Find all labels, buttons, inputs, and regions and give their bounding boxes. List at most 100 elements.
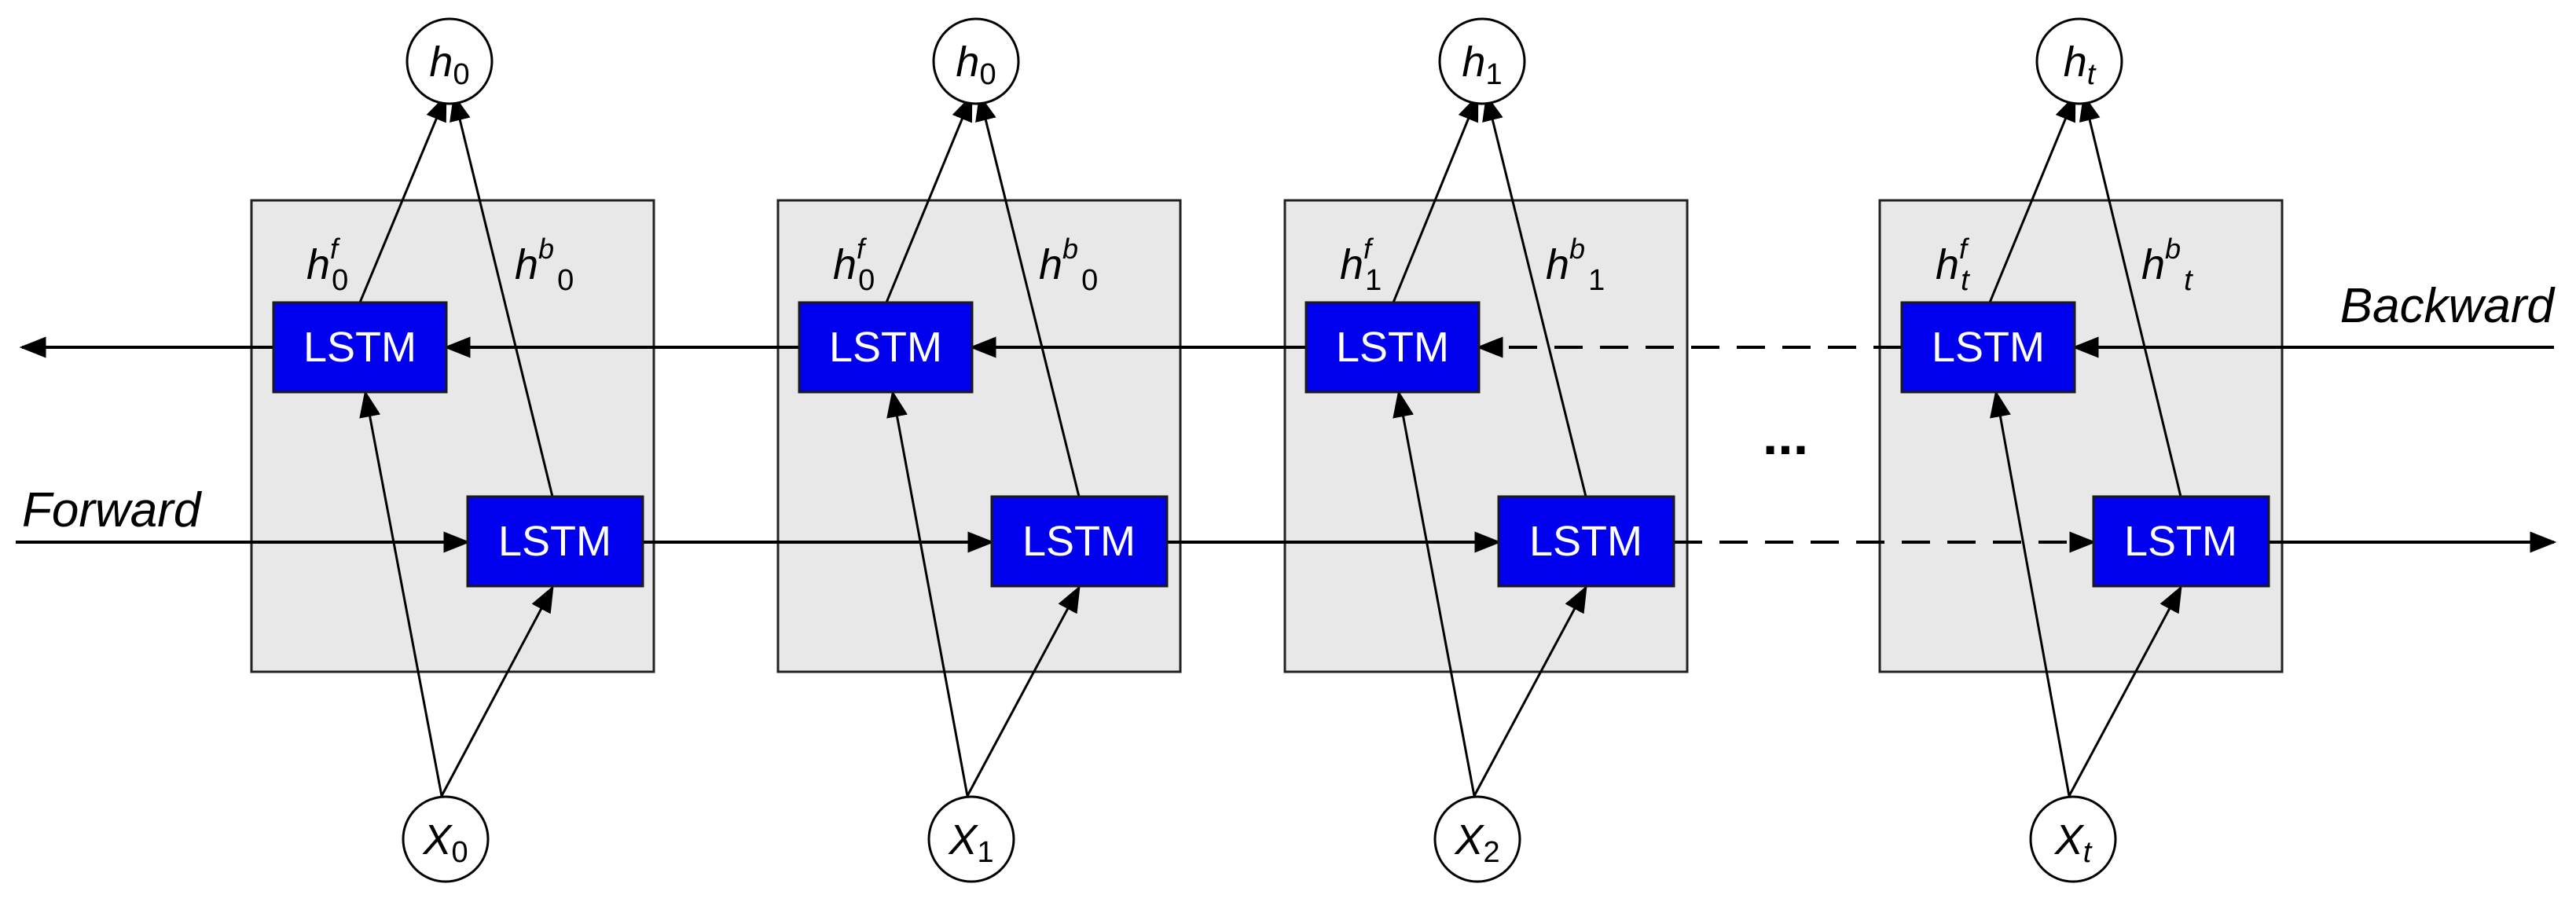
node-sub: 2 [1483, 836, 1499, 869]
forward-lstm-cell: LSTM [2092, 495, 2270, 588]
label-base: h [1546, 241, 1569, 288]
label-base: h [1936, 241, 1959, 288]
label-sub: t [2184, 264, 2193, 297]
input-node: X1 [927, 795, 1015, 883]
svg-text:X1: X1 [947, 816, 993, 869]
output-node: h1 [1438, 17, 1526, 105]
x0-to-backward-lstm [359, 390, 443, 797]
input-node: X2 [1433, 795, 1521, 883]
hb0-to-h0 [450, 94, 554, 497]
forward-lstm-cell: LSTM [466, 495, 644, 588]
node-base: h [2064, 38, 2087, 86]
label-base: h [306, 241, 330, 288]
hf0-to-h0 [358, 94, 447, 303]
svg-text:h0: h0 [429, 38, 469, 91]
svg-text:Xt: Xt [2053, 816, 2093, 869]
label-sub: 0 [858, 264, 875, 297]
hb-label: hbt [2141, 233, 2193, 297]
node-sub: t [2087, 58, 2097, 91]
input-node: X0 [402, 795, 490, 883]
forward-label: Forward [22, 483, 203, 537]
hb-label: hb0 [515, 233, 574, 297]
x1-to-backward-lstm [886, 390, 969, 797]
lstm-label: LSTM [829, 324, 942, 371]
output-nodes: h0 h0 h1 ht [405, 17, 2123, 105]
x1-to-forward-lstm [966, 585, 1081, 797]
backward-lstm-cell: LSTM [798, 301, 974, 394]
backward-lstm-cell: LSTM [1900, 301, 2076, 394]
svg-text:h0: h0 [956, 38, 996, 91]
time-step-block [1878, 199, 2284, 673]
node-base: X [1453, 816, 1484, 864]
hf1-to-h1 [1392, 94, 1479, 303]
output-node: h0 [932, 17, 1020, 105]
label-sub: 0 [1081, 264, 1098, 297]
backward-lstm-cell: LSTM [272, 301, 448, 394]
label-sub: 0 [332, 264, 348, 297]
hbt-to-ht [2079, 94, 2182, 497]
label-sup: b [1569, 233, 1585, 265]
node-sub: 1 [977, 836, 993, 869]
node-sub: t [2083, 836, 2093, 869]
lstm-label: LSTM [1022, 518, 1136, 565]
forward-lstm-cell: LSTM [990, 495, 1169, 588]
xt-to-forward-lstm [2068, 585, 2182, 797]
backward-lstm-cell: LSTM [1305, 301, 1481, 394]
time-steps [250, 199, 2284, 673]
node-base: X [947, 816, 978, 864]
output-node: ht [2035, 17, 2123, 105]
node-sub: 0 [453, 58, 469, 91]
x2-to-forward-lstm [1473, 585, 1587, 797]
node-sub: 1 [1485, 58, 1502, 91]
label-sub: 1 [1365, 264, 1382, 297]
label-sub: t [1961, 264, 1970, 297]
label-sup: b [538, 233, 554, 265]
lstm-cells: LSTM LSTM LSTM LSTM LSTM LSTM LSTM [272, 301, 2270, 588]
lstm-label: LSTM [2124, 518, 2237, 565]
ellipsis-label: ... [1763, 405, 1808, 466]
hb0-to-h0-2 [975, 94, 1081, 497]
node-base: X [421, 816, 453, 864]
label-base: h [1039, 241, 1062, 288]
lstm-label: LSTM [498, 518, 611, 565]
node-base: h [1462, 38, 1485, 86]
svg-text:X2: X2 [1453, 816, 1499, 869]
node-sub: 0 [451, 836, 468, 869]
label-sup: b [1062, 233, 1078, 265]
node-base: h [429, 38, 453, 86]
time-step-block [776, 199, 1182, 673]
xt-to-backward-lstm [1990, 390, 2071, 797]
time-step-block [250, 199, 655, 673]
node-base: X [2053, 816, 2085, 864]
hb-label: hb0 [1039, 233, 1098, 297]
label-base: h [515, 241, 538, 288]
output-node: h0 [405, 17, 494, 105]
forward-lstm-cell: LSTM [1497, 495, 1675, 588]
label-sup: b [2165, 233, 2181, 265]
label-base: h [833, 241, 857, 288]
backward-label: Backward [2340, 279, 2556, 333]
label-sub: 1 [1588, 264, 1605, 297]
hft-to-ht [1988, 94, 2076, 303]
label-base: h [1340, 241, 1363, 288]
label-sub: 0 [557, 264, 574, 297]
lstm-label: LSTM [303, 324, 416, 371]
connections [358, 94, 2182, 797]
hf0-to-h0-2 [885, 94, 973, 303]
node-sub: 0 [979, 58, 996, 91]
x2-to-backward-lstm [1393, 390, 1476, 797]
svg-text:ht: ht [2064, 38, 2097, 91]
lstm-label: LSTM [1529, 518, 1642, 565]
label-base: h [2141, 241, 2165, 288]
svg-text:h1: h1 [1462, 38, 1502, 91]
lstm-label: LSTM [1932, 324, 2045, 371]
hb-label: hb1 [1546, 233, 1605, 297]
input-node: Xt [2029, 795, 2117, 883]
svg-text:X0: X0 [421, 816, 468, 869]
hb1-to-h1 [1482, 94, 1587, 497]
